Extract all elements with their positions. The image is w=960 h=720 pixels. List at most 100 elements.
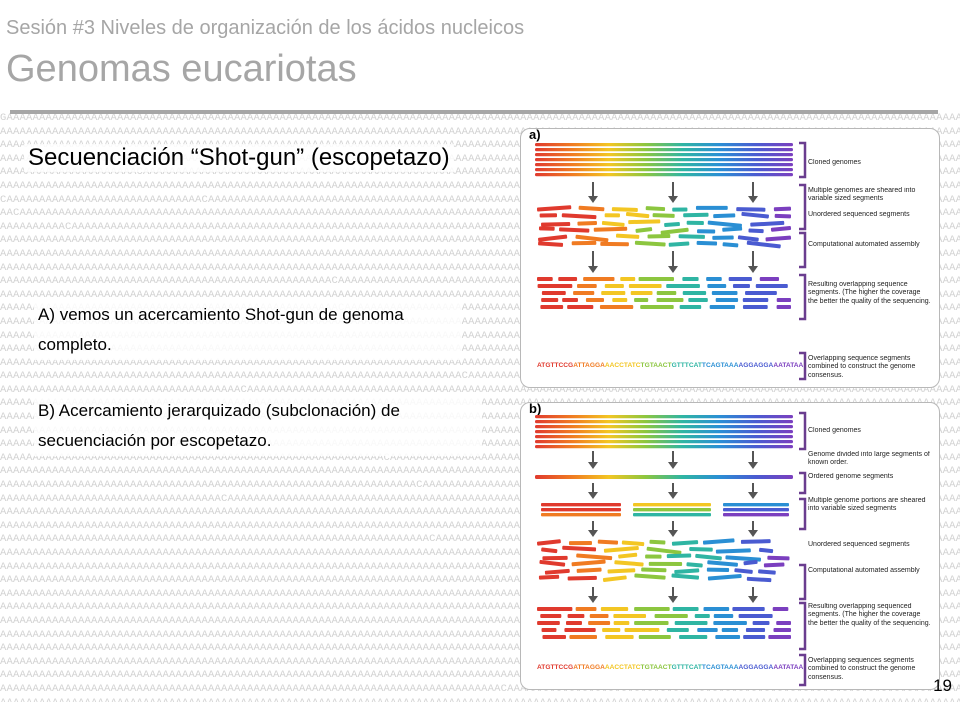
step-label: Multiple genome portions are sheared int… bbox=[808, 497, 926, 512]
genome-bar bbox=[535, 425, 793, 429]
sequence-fragment bbox=[541, 628, 557, 632]
sequence-fragment bbox=[604, 213, 620, 218]
step-label: Cloned genomes bbox=[808, 427, 861, 434]
sequence-fragment bbox=[707, 573, 742, 581]
sequence-fragment bbox=[750, 220, 785, 227]
step-label-text: Ordered genome segments bbox=[808, 473, 894, 480]
sequence-fragment bbox=[765, 235, 792, 242]
sequence-fragment bbox=[666, 628, 689, 632]
sequence-fragment bbox=[601, 220, 625, 227]
sequence-fragment bbox=[740, 539, 771, 544]
sequence-fragment bbox=[600, 607, 629, 611]
sequence-fragment bbox=[746, 576, 772, 583]
arrow-head-icon bbox=[668, 596, 678, 603]
sequence-fragment bbox=[613, 614, 647, 618]
arrow-head-icon bbox=[668, 196, 678, 203]
sequence-fragment bbox=[542, 555, 568, 561]
bracket-icon bbox=[799, 183, 807, 231]
sequence-fragment bbox=[709, 305, 736, 309]
sequence-fragment bbox=[567, 614, 585, 618]
ordered-segment bbox=[541, 513, 621, 517]
sequence-fragment bbox=[559, 227, 590, 233]
sequence-fragment bbox=[695, 553, 722, 561]
figure-panel-b: b) ATGTTCCGATTAGGAAACCTATCTGTAACTGTTTCAT… bbox=[520, 401, 940, 690]
sequence-fragment bbox=[588, 621, 611, 625]
sequence-fragment bbox=[541, 291, 566, 295]
sequence-fragment bbox=[537, 284, 573, 288]
sequence-fragment bbox=[728, 277, 752, 281]
sequence-fragment bbox=[656, 291, 677, 295]
sequence-fragment bbox=[679, 635, 708, 639]
sequence-fragment bbox=[536, 205, 572, 212]
arrow-head-icon bbox=[748, 530, 758, 537]
shotgun-diagram-a: ATGTTCCGATTAGGAAACCTATCTGTAACTGTTTCATTCA… bbox=[535, 141, 931, 381]
sequence-fragment bbox=[544, 568, 570, 575]
sequence-fragment bbox=[686, 562, 703, 568]
bracket-icon bbox=[799, 471, 807, 495]
arrow-head-icon bbox=[668, 530, 678, 537]
sequence-fragment bbox=[576, 567, 602, 573]
sequence-fragment bbox=[646, 546, 682, 555]
arrow-head-icon bbox=[748, 196, 758, 203]
sequence-fragment bbox=[542, 635, 566, 639]
step-label-text: Cloned genomes bbox=[808, 159, 861, 166]
shotgun-diagram-b: ATGTTCCGATTAGGAAACCTATCTGTAACTGTTTCATTCA… bbox=[535, 411, 931, 687]
sequence-fragment bbox=[634, 298, 649, 302]
sequence-fragment bbox=[611, 207, 638, 212]
sequence-fragment bbox=[686, 220, 704, 226]
sequence-fragment bbox=[732, 607, 765, 611]
sequence-fragment bbox=[759, 547, 774, 554]
arrow-head-icon bbox=[588, 266, 598, 273]
sequence-fragment bbox=[695, 205, 728, 210]
sequence-fragment bbox=[774, 213, 792, 219]
sequence-fragment bbox=[660, 227, 689, 235]
sequence-fragment bbox=[540, 305, 564, 309]
ordered-segment bbox=[633, 503, 711, 507]
genome-bar bbox=[535, 148, 793, 152]
sequence-fragment bbox=[603, 546, 639, 553]
sequence-fragment bbox=[706, 567, 730, 572]
genome-bar bbox=[535, 168, 793, 172]
sequence-fragment bbox=[583, 277, 615, 281]
sequence-fragment bbox=[597, 539, 619, 545]
genome-bar bbox=[535, 415, 793, 419]
figure-panel-a: a) ATGTTCCGATTAGGAAACCTATCTGTAACTGTTTCAT… bbox=[520, 127, 940, 388]
genome-bar bbox=[535, 440, 793, 444]
arrow-head-icon bbox=[748, 596, 758, 603]
sequence-fragment bbox=[763, 562, 785, 568]
sequence-fragment bbox=[571, 559, 606, 567]
title-divider bbox=[10, 110, 938, 114]
sequence-fragment bbox=[561, 213, 597, 220]
arrow-head-icon bbox=[668, 266, 678, 273]
section-heading: Secuenciación “Shot-gun” (escopetazo) bbox=[24, 144, 454, 172]
dna-line: AAAAAAAAAAAAAAAAAAAAAAAAAAAAAAAAAAAAAAAA… bbox=[0, 697, 960, 702]
genome-bar bbox=[535, 173, 793, 177]
step-label: Ordered genome segments bbox=[808, 473, 894, 480]
sequence-fragment bbox=[571, 240, 597, 246]
sequence-fragment bbox=[645, 554, 662, 559]
sequence-fragment bbox=[538, 574, 560, 580]
step-label-text: Overlapping sequence segments combined t… bbox=[808, 355, 916, 379]
bracket-icon bbox=[799, 653, 807, 687]
step-label: Overlapping sequence segments combined t… bbox=[808, 355, 916, 379]
sequence-fragment bbox=[674, 568, 700, 574]
sequence-fragment bbox=[672, 207, 688, 212]
sequence-fragment bbox=[577, 220, 598, 226]
sequence-fragment bbox=[541, 547, 558, 554]
step-label: Resulting overlapping sequenced segments… bbox=[808, 603, 931, 627]
sequence-fragment bbox=[569, 635, 597, 639]
sequence-fragment bbox=[668, 241, 690, 247]
panel-letter-b: b) bbox=[529, 401, 542, 416]
sequence-fragment bbox=[654, 614, 688, 618]
bracket-icon bbox=[799, 141, 807, 179]
sequence-fragment bbox=[539, 559, 566, 567]
sequence-fragment bbox=[768, 635, 791, 639]
step-label-text: Genome divided into large segments of kn… bbox=[808, 451, 930, 467]
sequence-fragment bbox=[738, 614, 773, 618]
sequence-fragment bbox=[711, 291, 738, 295]
sequence-fragment bbox=[568, 540, 592, 546]
sequence-fragment bbox=[674, 621, 708, 625]
step-label: Unordered sequenced segments bbox=[808, 541, 910, 548]
sequence-fragment bbox=[752, 621, 770, 625]
sequence-fragment bbox=[593, 226, 628, 232]
